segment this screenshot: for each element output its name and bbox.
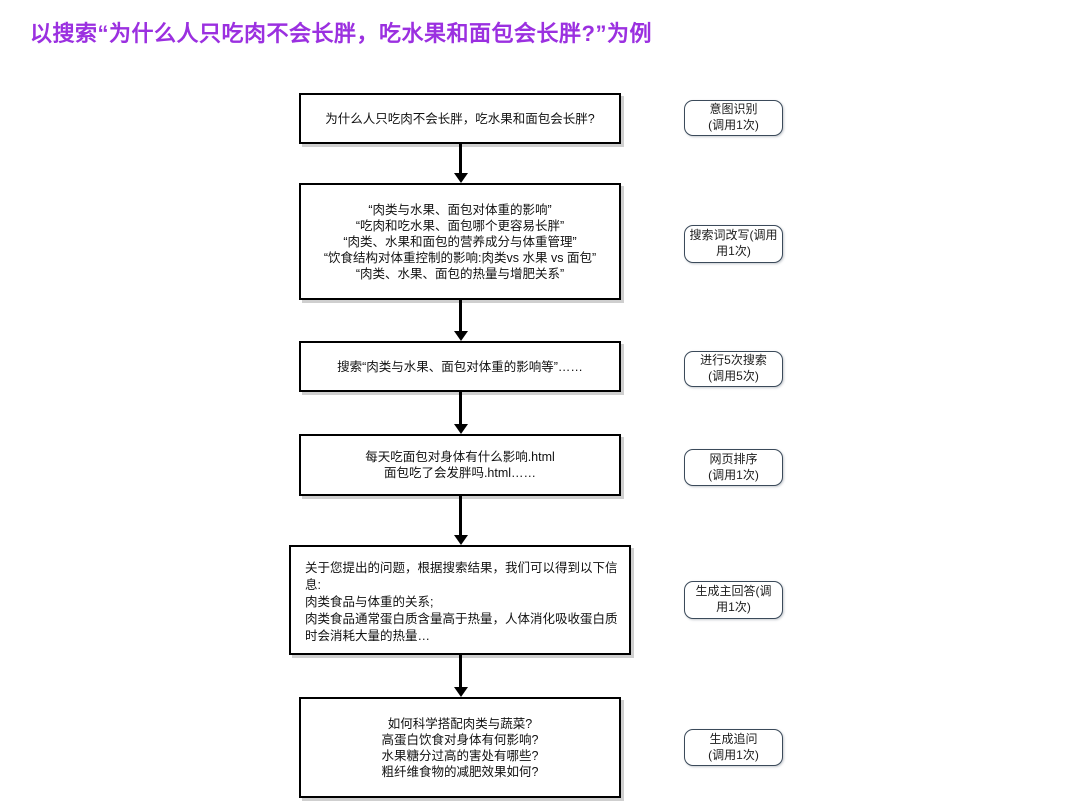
stage-label-page-ranking[interactable]: 网页排序 (调用1次) xyxy=(684,449,783,486)
stage-label-generate-follow-up-text: 生成追问 (调用1次) xyxy=(708,731,759,762)
flow-node-rewritten-queries[interactable]: “肉类与水果、面包对体重的影响” “吃肉和吃水果、面包哪个更容易长胖” “肉类、… xyxy=(299,183,621,300)
flow-node-query-text: 为什么人只吃肉不会长胖，吃水果和面包会长胖? xyxy=(325,111,595,126)
flow-node-follow-up-questions-text: 如何科学搭配肉类与蔬菜? 高蛋白饮食对身体有何影响? 水果糖分过高的害处有哪些?… xyxy=(381,716,539,779)
flow-node-search-execution[interactable]: 搜索“肉类与水果、面包对体重的影响等”…… xyxy=(299,341,621,392)
stage-label-intent-recognition-text: 意图识别 (调用1次) xyxy=(708,102,759,132)
flow-node-main-answer[interactable]: 关于您提出的问题，根据搜索结果，我们可以得到以下信息: 肉类食品与体重的关系; … xyxy=(289,545,631,655)
stage-label-five-searches[interactable]: 进行5次搜索 (调用5次) xyxy=(684,351,783,387)
flow-arrow-down-2 xyxy=(459,300,462,332)
stage-label-page-ranking-text: 网页排序 (调用1次) xyxy=(708,451,759,482)
stage-label-generate-main-answer[interactable]: 生成主回答(调 用1次) xyxy=(684,581,783,619)
flow-arrow-down-3 xyxy=(459,392,462,425)
stage-label-query-rewriting[interactable]: 搜索词改写(调用 用1次) xyxy=(684,225,783,263)
stage-label-five-searches-text: 进行5次搜索 (调用5次) xyxy=(700,353,767,383)
flow-node-rewritten-queries-text: “肉类与水果、面包对体重的影响” “吃肉和吃水果、面包哪个更容易长胖” “肉类、… xyxy=(323,202,597,281)
stage-label-query-rewriting-text: 搜索词改写(调用 用1次) xyxy=(689,228,778,258)
flow-arrow-down-4 xyxy=(459,496,462,536)
flow-node-main-answer-text: 关于您提出的问题，根据搜索结果，我们可以得到以下信息: 肉类食品与体重的关系; … xyxy=(305,561,618,643)
flow-node-query[interactable]: 为什么人只吃肉不会长胖，吃水果和面包会长胖? xyxy=(299,93,621,144)
page-title: 以搜索“为什么人只吃肉不会长胖，吃水果和面包会长胖?”为例 xyxy=(30,21,652,46)
flow-node-ranked-pages[interactable]: 每天吃面包对身体有什么影响.html 面包吃了会发胖吗.html…… xyxy=(299,434,621,496)
flow-arrow-down-5 xyxy=(459,655,462,688)
flow-arrow-down-1 xyxy=(459,144,462,174)
flow-node-ranked-pages-text: 每天吃面包对身体有什么影响.html 面包吃了会发胖吗.html…… xyxy=(365,450,555,480)
stage-label-generate-follow-up[interactable]: 生成追问 (调用1次) xyxy=(684,729,783,766)
flow-node-follow-up-questions[interactable]: 如何科学搭配肉类与蔬菜? 高蛋白饮食对身体有何影响? 水果糖分过高的害处有哪些?… xyxy=(299,697,621,798)
stage-label-intent-recognition[interactable]: 意图识别 (调用1次) xyxy=(684,100,783,136)
stage-label-generate-main-answer-text: 生成主回答(调 用1次) xyxy=(695,584,772,614)
flow-node-search-execution-text: 搜索“肉类与水果、面包对体重的影响等”…… xyxy=(337,359,583,374)
